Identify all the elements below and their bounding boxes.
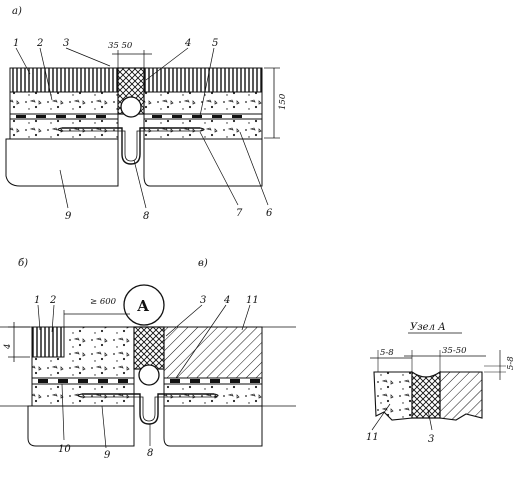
concrete-layer-left: [9, 91, 119, 115]
detail-a: Узел А 5-8 35-50 5-8 11 3: [366, 322, 516, 445]
detail-dim-gap: 35-50: [442, 346, 467, 356]
callout-b-4: 4: [223, 295, 230, 306]
callout-a-1: 1: [13, 38, 19, 49]
callout-b-2: 2: [49, 295, 56, 306]
detail-joint-filler: [411, 370, 441, 419]
top-layer-b: [31, 326, 65, 358]
callout-a-5: 5: [212, 38, 218, 49]
callout-a-7: 7: [236, 208, 243, 219]
detail-callout-11: 11: [366, 432, 379, 443]
panel-a: а) 35 50: [5, 6, 288, 222]
callout-a-4: 4: [184, 38, 191, 49]
base-slab-b-right: [163, 383, 263, 407]
callout-b-11: 11: [246, 295, 259, 306]
joint-filler-b: [133, 326, 165, 370]
callout-a-2: 2: [36, 38, 43, 49]
callout-b-9: 9: [104, 450, 111, 461]
top-layer-right: [143, 67, 263, 93]
compensator-strip-b: [82, 393, 214, 425]
sealing-cord: [120, 96, 142, 118]
panel-b-label: б): [18, 258, 28, 269]
sealing-cord-b: [138, 364, 160, 386]
detail-dim-right: 5-8: [506, 356, 516, 370]
base-slab-b-left: [31, 383, 135, 407]
panel-b: б) в) А ≥ 600: [0, 258, 296, 461]
callout-b-3: 3: [200, 295, 206, 306]
callout-a-3: 3: [63, 38, 69, 49]
detail-slab-right: [439, 371, 483, 421]
detail-title: Узел А: [410, 322, 446, 333]
callout-a-9: 9: [65, 211, 72, 222]
detail-slab-left: [373, 371, 413, 421]
top-slab-right: [163, 326, 263, 379]
panel-a-label: а): [12, 6, 22, 17]
spacing-dimension-text: ≥ 600: [90, 297, 117, 307]
detail-marker-circle: [123, 284, 165, 326]
height-dimension-text-b: 4: [3, 344, 13, 350]
subgrade-b-right: [163, 405, 263, 447]
height-dimension-text: 150: [278, 93, 288, 110]
detail-dim-left: 5-8: [380, 348, 394, 358]
subgrade-right: [143, 138, 263, 187]
callout-a-6: 6: [266, 208, 273, 219]
callout-b-8: 8: [147, 448, 153, 459]
panel-v-label: в): [198, 258, 208, 269]
callout-b-10: 10: [58, 444, 71, 455]
detail-callout-3: 3: [428, 434, 434, 445]
subgrade-left: [5, 138, 119, 187]
compensator-strip: [62, 127, 200, 165]
callout-a-8: 8: [143, 211, 149, 222]
top-layer-left: [9, 67, 119, 93]
detail-marker-label: А: [137, 297, 150, 315]
gap-dimension-text: 35 50: [108, 41, 133, 51]
callout-b-1: 1: [34, 295, 40, 306]
subgrade-b-left: [27, 405, 135, 447]
base-slab-left: [9, 118, 119, 140]
